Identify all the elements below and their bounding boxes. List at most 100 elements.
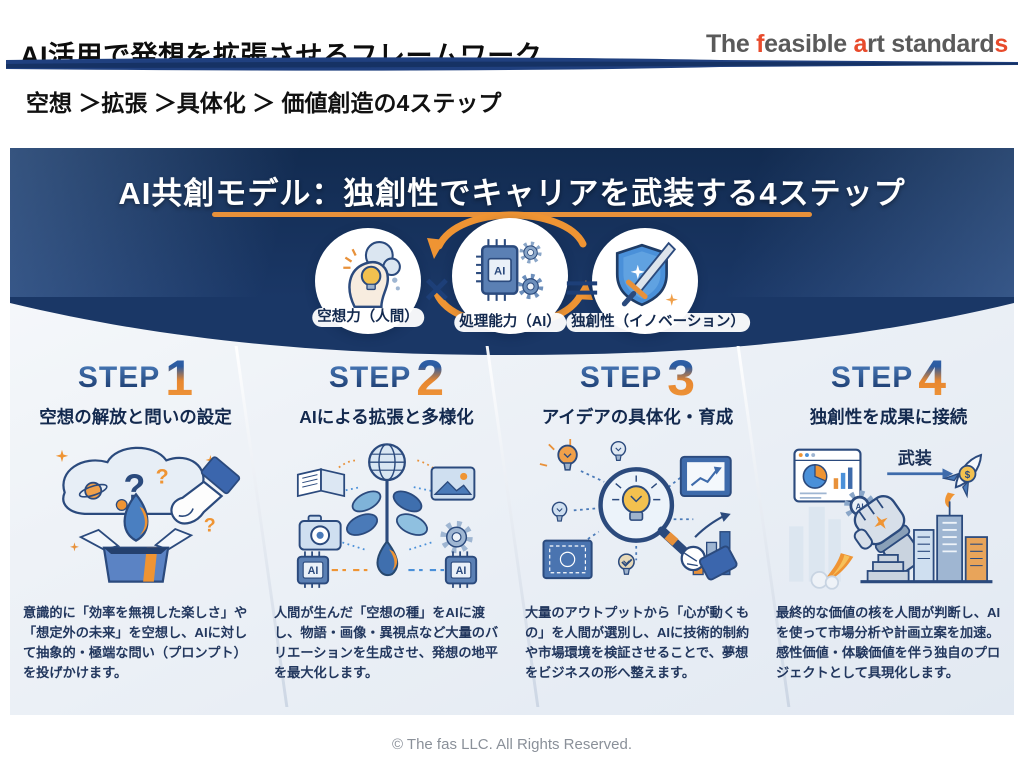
camera-icon xyxy=(298,514,342,551)
idea-tree-illustration: AI AI xyxy=(296,443,477,588)
step-4-description: 最終的な価値の核を人間が判断し、AIを使って市場分析や計画立案を加速。感性価値・… xyxy=(776,605,1001,681)
lightbulb-icon xyxy=(610,440,626,462)
image-icon xyxy=(430,466,475,501)
logo-text-segment: rt standard xyxy=(867,30,995,58)
step-word: STEP xyxy=(579,361,663,394)
logo-text-segment: easible xyxy=(764,30,854,58)
book-icon xyxy=(296,468,345,498)
step-4-illustration: AI 武装 xyxy=(763,429,1014,597)
sparkle-icon xyxy=(665,293,678,306)
formula-label-ai: 処理能力（AI） xyxy=(454,313,566,332)
city-skyline-icon xyxy=(912,501,988,583)
ai-chip-label: AI xyxy=(307,565,318,577)
hand-icon xyxy=(680,545,738,581)
logo-text-segment: a xyxy=(853,30,868,58)
gear-icon xyxy=(443,524,469,550)
brush-underline-decoration xyxy=(6,57,1018,71)
step-word: STEP xyxy=(328,361,412,394)
step-word: STEP xyxy=(77,361,161,394)
arrow-right-icon xyxy=(886,468,953,480)
armored-launch-illustration: AI 武装 xyxy=(788,448,992,590)
head-lightbulb-icon xyxy=(343,241,401,309)
step-number: 1 xyxy=(165,350,194,406)
step-2-description: 人間が生んだ「空想の種」をAIに渡し、物語・画像・異視点など大量のバリエーション… xyxy=(274,605,499,681)
logo-text-segment: s xyxy=(994,30,1008,58)
step-3-description: 大量のアウトプットから「心が動くもの」を人間が選別し、AIに技術的制約や市場環境… xyxy=(525,605,750,681)
open-box-icon xyxy=(78,528,193,583)
formula-row: × AI ＝ xyxy=(10,211,1014,354)
ai-chip-label: AI xyxy=(455,565,466,577)
chip-pins xyxy=(476,239,506,301)
pie-chart-icon xyxy=(802,464,827,489)
ray-lines xyxy=(539,438,571,467)
spark-lines xyxy=(343,248,357,269)
infographic-panel: AI共創モデル：独創性でキャリアを武装する4ステップ xyxy=(10,148,1014,715)
seed-droplet-icon xyxy=(375,540,398,577)
mini-bar-chart-icon xyxy=(833,467,852,489)
checked-bulb-icon xyxy=(617,553,635,576)
lightbulb-icon xyxy=(556,444,578,471)
step-3-title: アイデアの具体化・育成 xyxy=(541,407,734,427)
step-1-title: 空想の解放と問いの設定 xyxy=(39,407,232,427)
step-4-heading: STEP 4 xyxy=(763,350,1014,406)
step-1-heading: STEP 1 xyxy=(10,350,261,406)
step-2-title: AIによる拡張と多様化 xyxy=(299,407,474,427)
browser-window-icon xyxy=(792,448,862,503)
step-number: 2 xyxy=(416,350,445,406)
steps-row: STEP 1 空想の解放と問いの設定 ? ? ? xyxy=(10,344,1014,715)
step-1-panel: STEP 1 空想の解放と問いの設定 ? ? ? xyxy=(10,344,261,715)
flame-icon xyxy=(123,492,148,542)
planet-icon xyxy=(78,481,108,500)
step-2-panel: STEP 2 AIによる拡張と多様化 xyxy=(261,344,512,715)
connector-lines xyxy=(573,470,693,561)
busou-annotation: 武装 xyxy=(897,448,931,468)
brand-logo: The feasible art standards xyxy=(706,30,1008,59)
logo-text-segment: f xyxy=(756,30,765,58)
question-mark: ? xyxy=(203,515,215,537)
podium-icon xyxy=(866,554,910,583)
ai-chip-gears-icon: AI xyxy=(476,239,546,301)
step-3-heading: STEP 3 xyxy=(512,350,763,406)
hand-icon xyxy=(169,456,240,525)
flame-trail xyxy=(810,553,853,590)
page-subtitle: 空想 ＞拡張 ＞具体化 ＞ 価値創造の4ステップ xyxy=(26,90,502,116)
equals-operator: ＝ xyxy=(562,268,602,312)
step-4-panel: STEP 4 独創性を成果に接続 xyxy=(763,344,1014,715)
step-word: STEP xyxy=(830,361,914,394)
step-4-title: 独創性を成果に接続 xyxy=(809,407,968,427)
formula-label-originality: 独創性（イノベーション） xyxy=(566,313,750,332)
step-3-panel: STEP 3 アイデアの具体化・育成 xyxy=(512,344,763,715)
magnifier-icon xyxy=(597,467,689,556)
ai-chip-icon: AI xyxy=(444,551,477,588)
step-3-illustration xyxy=(512,429,763,597)
step-2-illustration: AI AI xyxy=(261,429,512,597)
line-chart-icon xyxy=(679,455,732,498)
coin-icon xyxy=(958,464,976,483)
coin-symbol: $ xyxy=(964,470,970,481)
connector-lines xyxy=(337,459,436,471)
ai-chip-label: AI xyxy=(855,502,863,511)
formula-label-imagination: 空想力（人間） xyxy=(312,308,424,327)
step-1-description: 意識的に「効率を無視した楽しさ」や「想定外の未来」を空想し、AIに対して抽象的・… xyxy=(23,605,248,681)
ai-chip-icon: AI xyxy=(296,551,329,588)
step-number: 4 xyxy=(918,350,947,406)
question-mark: ? xyxy=(155,465,168,489)
ai-chip-label: AI xyxy=(494,266,505,278)
blueprint-icon xyxy=(542,539,593,580)
logo-text-segment: The xyxy=(705,30,757,58)
banner-title: AI共創モデル：独創性でキャリアを武装する4ステップ xyxy=(118,176,906,211)
cloud-icon xyxy=(61,446,209,516)
gear-icon xyxy=(522,244,539,261)
magnifier-selection-illustration xyxy=(539,438,738,581)
connector-lines xyxy=(334,486,439,551)
lightbulb-icon xyxy=(551,501,567,522)
step-number: 3 xyxy=(667,350,696,406)
step-1-illustration: ? ? ? xyxy=(10,429,261,597)
star-icon xyxy=(69,542,79,552)
globe-icon xyxy=(367,443,406,482)
multiply-operator: × xyxy=(424,265,450,314)
imagination-box-illustration: ? ? ? xyxy=(55,446,240,583)
star-icon xyxy=(55,449,68,463)
step-2-heading: STEP 2 xyxy=(261,350,512,406)
gauntlet-icon xyxy=(853,495,924,575)
